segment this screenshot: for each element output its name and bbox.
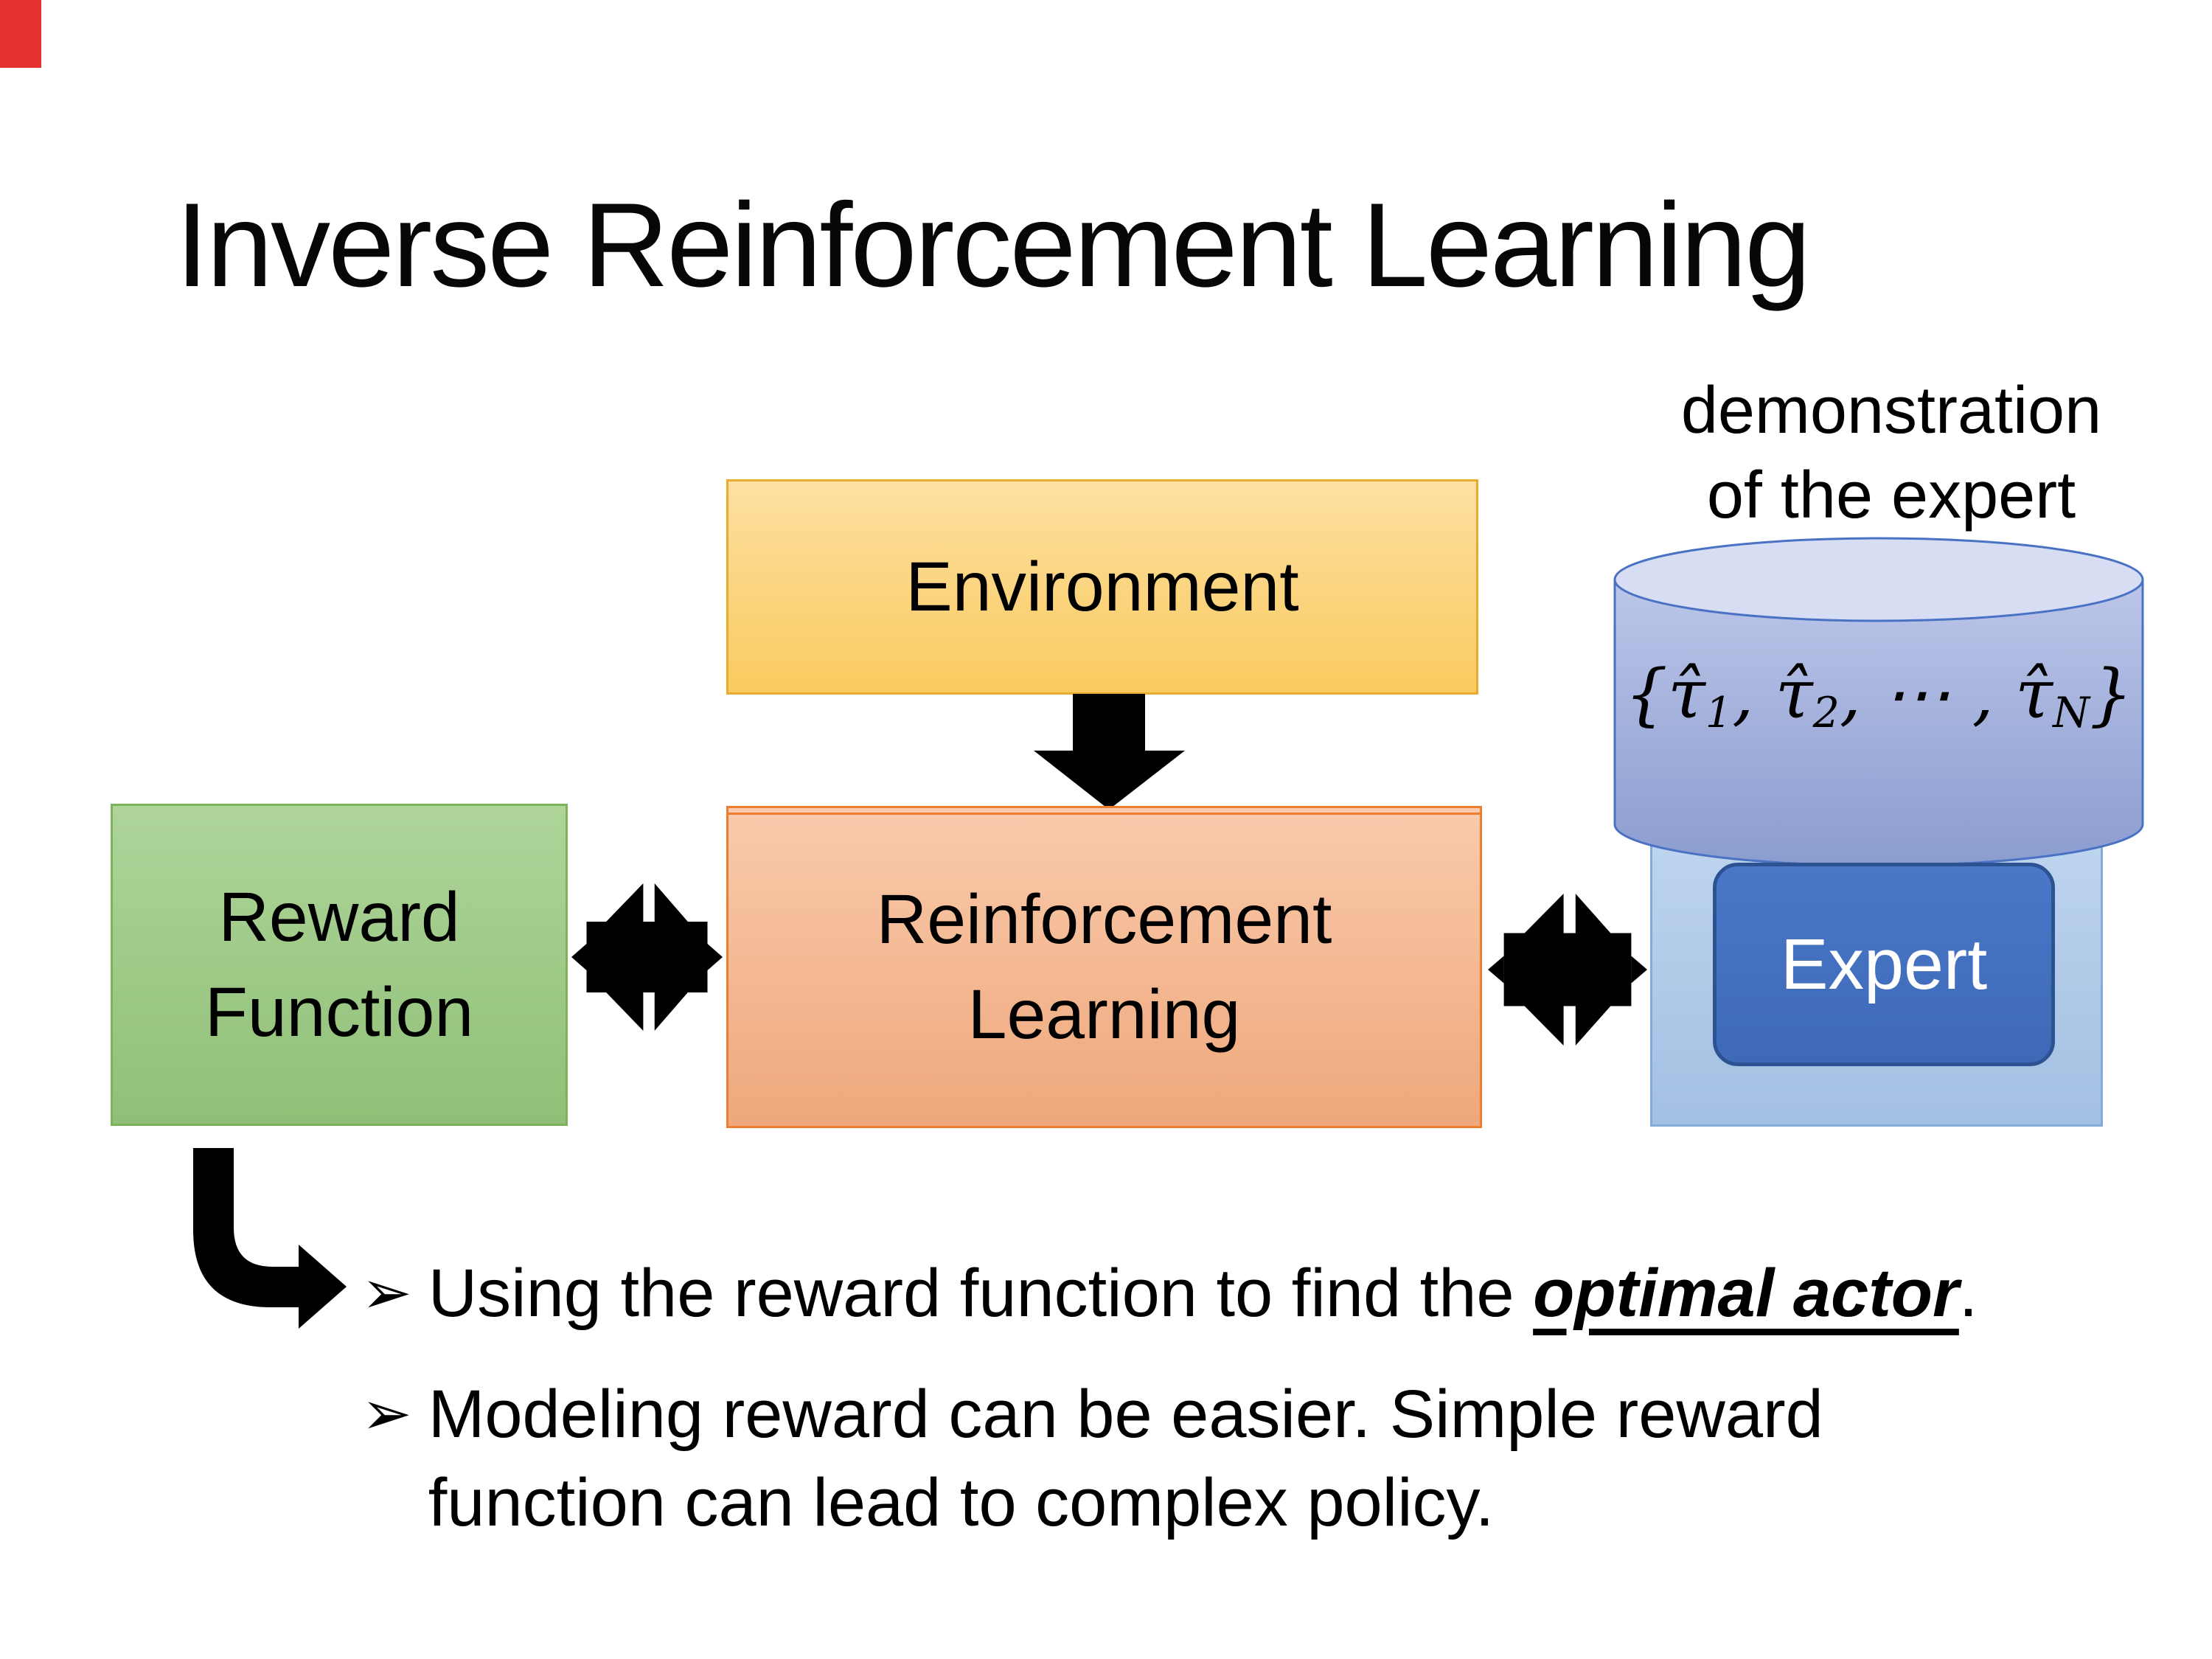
expert-label: Expert xyxy=(1780,924,1988,1004)
formula-open-brace: { xyxy=(1624,655,1669,734)
bullet-2-text: Modeling reward can be easier. Simple re… xyxy=(428,1370,1823,1547)
formula-tau2: τ̂ xyxy=(1775,655,1813,734)
arrowhead-bullet-icon: ➢ xyxy=(361,1259,412,1326)
bullet-1-before: Using the reward function to find the xyxy=(428,1256,1534,1331)
rl-label-line1: Reinforcement xyxy=(876,880,1332,959)
formula-tau1: τ̂ xyxy=(1668,655,1705,734)
reward-label-line2: Function xyxy=(204,973,474,1051)
reward-rl-connector-icon xyxy=(571,883,723,1031)
down-arrow xyxy=(1034,694,1185,810)
formula-sub1: 1 xyxy=(1705,688,1733,737)
reinforcement-learning-box: Reinforcement Learning xyxy=(726,806,1482,1128)
rl-expert-connector-icon xyxy=(1488,894,1647,1046)
reward-label-line1: Reward xyxy=(218,878,460,957)
formula-subN: N xyxy=(2053,688,2090,737)
demonstration-database-icon xyxy=(1613,537,2144,867)
bullet-1-after: . xyxy=(1958,1256,1978,1331)
bullet-1-highlight: optimal actor xyxy=(1533,1256,1959,1331)
formula-comma: , xyxy=(1732,655,1775,734)
demonstration-label: demonstration of the expert xyxy=(1593,369,2190,538)
red-corner-marker xyxy=(0,0,41,68)
bent-arrow xyxy=(193,1148,347,1329)
environment-label: Environment xyxy=(905,547,1299,626)
demonstration-label-line2: of the expert xyxy=(1706,459,2076,533)
demonstration-label-line1: demonstration xyxy=(1680,374,2102,448)
environment-box: Environment xyxy=(726,479,1478,695)
bullet-1-text: Using the reward function to find the op… xyxy=(428,1249,1978,1338)
formula-dots: , ⋯ , xyxy=(1839,655,2016,734)
slide-title: Inverse Reinforcement Learning xyxy=(175,178,1811,312)
trajectory-set-formula: {τ̂1, τ̂2, ⋯ , τ̂N} xyxy=(1613,655,2144,734)
bullet-2-line1: Modeling reward can be easier. Simple re… xyxy=(428,1377,1823,1452)
bullet-2-line2: function can lead to complex policy. xyxy=(428,1465,1495,1540)
bullet-item-1: ➢ Using the reward function to find the … xyxy=(361,1249,1978,1338)
formula-sub2: 2 xyxy=(1812,688,1840,737)
arrowhead-bullet-icon: ➢ xyxy=(361,1380,412,1447)
expert-box: Expert xyxy=(1713,863,2055,1066)
rl-label-line2: Learning xyxy=(967,975,1241,1054)
reward-function-box: Reward Function xyxy=(111,804,568,1126)
formula-tau3: τ̂ xyxy=(2015,655,2053,734)
rl-box-inner-edge xyxy=(728,813,1480,815)
bullet-item-2: ➢ Modeling reward can be easier. Simple … xyxy=(361,1370,1823,1547)
formula-close-brace: } xyxy=(2089,655,2133,734)
